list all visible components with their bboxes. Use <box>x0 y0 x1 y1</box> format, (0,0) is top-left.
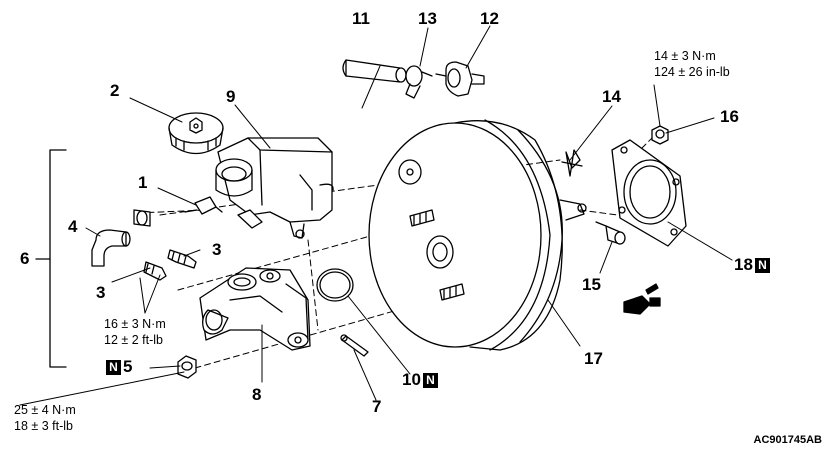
label-part-3a: 3 <box>212 240 222 259</box>
gasket-18 <box>611 139 687 247</box>
torque-spec-5-imperial: 18 ± 3 ft-lb <box>14 419 73 433</box>
torque-spec-3: 16 ± 3 N·m 12 ± 2 ft-lb <box>104 316 166 348</box>
label-part-10-number: 10 <box>402 370 421 389</box>
check-valve-12 <box>435 61 485 97</box>
nut-16 <box>651 125 669 145</box>
torque-spec-5: 25 ± 4 N·m 18 ± 3 ft-lb <box>14 402 76 434</box>
grease-symbol <box>623 283 661 315</box>
hose-4 <box>91 209 151 267</box>
torque-spec-5-metric: 25 ± 4 N·m <box>14 403 76 417</box>
new-part-badge-18: N <box>754 258 770 274</box>
new-part-badge-5: N <box>106 360 121 376</box>
torque-spec-16-metric: 14 ± 3 N·m <box>654 49 716 63</box>
torque-spec-16-imperial: 124 ± 26 in-lb <box>654 65 730 79</box>
label-part-5-number: 5 <box>123 357 133 376</box>
label-part-3b: 3 <box>96 283 106 302</box>
label-part-15: 15 <box>582 275 601 294</box>
label-part-4: 4 <box>68 217 78 236</box>
figure-code: AC901745AB <box>753 434 822 446</box>
group-6-bracket <box>35 149 67 368</box>
label-part-8: 8 <box>252 385 262 404</box>
label-part-18-number: 18 <box>734 255 753 274</box>
level-connector-1 <box>184 196 223 215</box>
reservoir-cap-2 <box>168 112 224 155</box>
label-part-1: 1 <box>138 173 148 192</box>
brake-booster-17 <box>368 119 587 351</box>
label-part-6: 6 <box>20 249 30 268</box>
leader-lines <box>19 25 733 406</box>
new-part-badge-10: N <box>422 373 438 389</box>
label-part-14: 14 <box>602 87 621 106</box>
label-part-16: 16 <box>720 107 739 126</box>
nut-5 <box>177 355 197 379</box>
label-part-7: 7 <box>372 397 382 416</box>
label-part-17: 17 <box>584 349 603 368</box>
clip-14 <box>561 149 583 177</box>
pin-7 <box>340 334 369 357</box>
o-ring-10 <box>316 268 354 302</box>
torque-spec-3-imperial: 12 ± 2 ft-lb <box>104 333 163 347</box>
label-part-9: 9 <box>226 87 236 106</box>
label-part-2: 2 <box>110 81 120 100</box>
master-cylinder-8 <box>199 267 311 351</box>
hose-clamp-13 <box>405 65 433 99</box>
torque-spec-16: 14 ± 3 N·m 124 ± 26 in-lb <box>654 48 730 80</box>
clevis-pin-15 <box>595 221 626 245</box>
reservoir-tank-9 <box>215 137 334 239</box>
fittings-3 <box>143 249 197 281</box>
torque-spec-3-metric: 16 ± 3 N·m <box>104 317 166 331</box>
label-part-12: 12 <box>480 9 499 28</box>
label-part-13: 13 <box>418 9 437 28</box>
label-part-11: 11 <box>352 9 370 28</box>
